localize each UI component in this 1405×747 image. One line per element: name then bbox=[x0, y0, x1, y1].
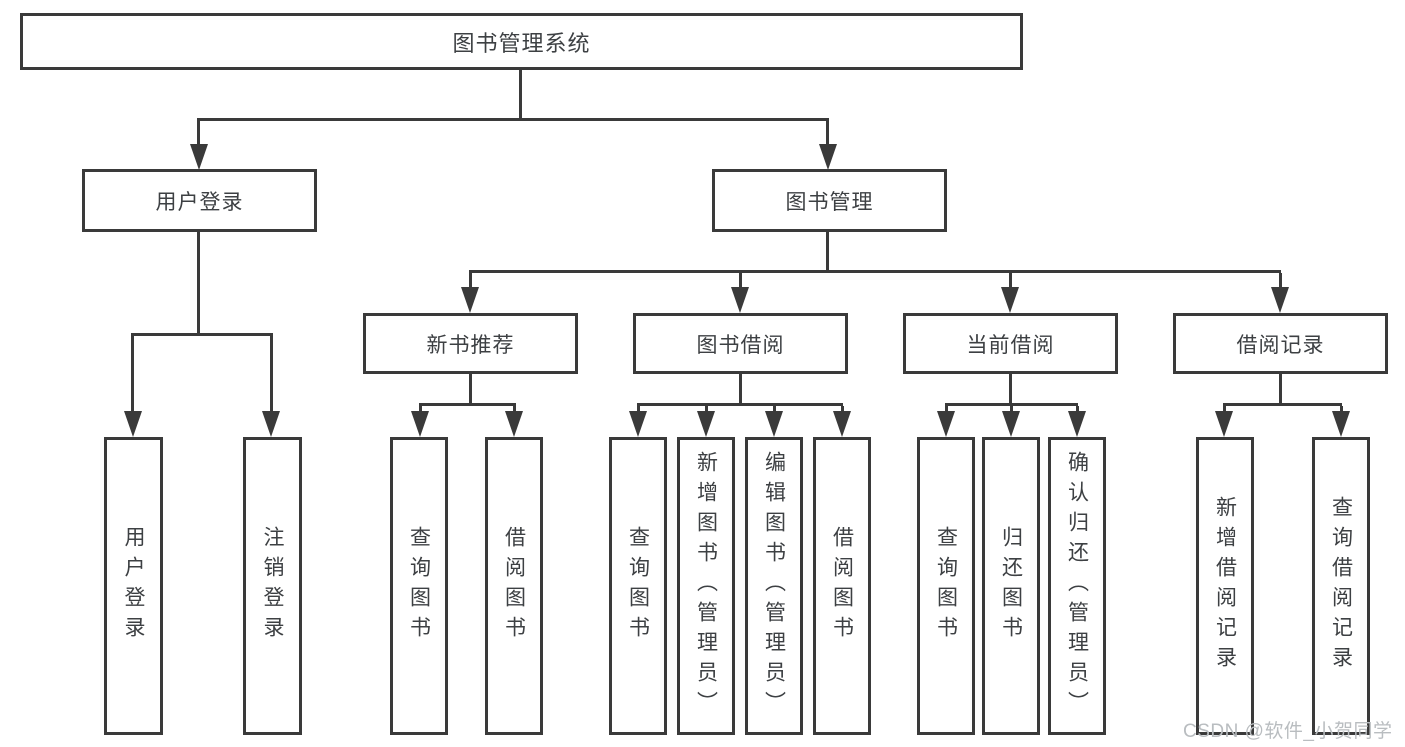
node-label: 新书推荐 bbox=[426, 333, 515, 357]
connector-line bbox=[826, 232, 829, 270]
leaf-label: 查询借阅记录 bbox=[1329, 496, 1353, 676]
node-borrowing-records: 借阅记录 bbox=[1173, 313, 1388, 374]
leaf-borrow-book-recommend: 借阅图书 bbox=[485, 437, 543, 735]
arrow-down bbox=[1332, 411, 1350, 437]
leaf-label: 新增借阅记录 bbox=[1213, 496, 1237, 676]
leaf-confirm-return-admin: 确认归还（管理员） bbox=[1048, 437, 1106, 735]
connector-line bbox=[519, 70, 522, 118]
node-book-management: 图书管理 bbox=[712, 169, 947, 232]
connector-line bbox=[637, 406, 640, 413]
node-current-borrowing: 当前借阅 bbox=[903, 313, 1118, 374]
connector-line bbox=[739, 273, 742, 288]
arrow-down bbox=[1271, 287, 1289, 313]
connector-line bbox=[131, 336, 134, 413]
connector-line bbox=[1223, 406, 1226, 413]
connector-line bbox=[469, 273, 472, 288]
leaf-query-book-recommend: 查询图书 bbox=[390, 437, 448, 735]
leaf-label: 借阅图书 bbox=[830, 526, 854, 646]
arrow-down bbox=[1002, 411, 1020, 437]
leaf-query-book-borrow: 查询图书 bbox=[609, 437, 667, 735]
arrow-down bbox=[697, 411, 715, 437]
leaf-label: 注销登录 bbox=[261, 526, 284, 646]
connector-line bbox=[1340, 406, 1343, 413]
connector-line bbox=[705, 406, 708, 413]
arrow-down bbox=[1001, 287, 1019, 313]
leaf-return-book: 归还图书 bbox=[982, 437, 1040, 735]
arrow-down bbox=[411, 411, 429, 437]
leaf-edit-book-admin: 编辑图书（管理员） bbox=[745, 437, 803, 735]
connector-line bbox=[1076, 406, 1079, 413]
leaf-add-book-admin: 新增图书（管理员） bbox=[677, 437, 735, 735]
arrow-down bbox=[190, 144, 208, 170]
connector-line bbox=[945, 406, 948, 413]
connector-line bbox=[739, 374, 742, 403]
leaf-borrow-book: 借阅图书 bbox=[813, 437, 871, 735]
connector-line bbox=[513, 406, 516, 413]
connector-line bbox=[197, 118, 829, 121]
leaf-label: 查询图书 bbox=[934, 526, 958, 646]
leaf-label: 编辑图书（管理员） bbox=[762, 451, 786, 721]
node-new-book-recommend: 新书推荐 bbox=[363, 313, 578, 374]
node-label: 图书管理系统 bbox=[452, 30, 591, 56]
arrow-down bbox=[819, 144, 837, 170]
node-label: 图书管理 bbox=[785, 190, 874, 214]
connector-line bbox=[469, 374, 472, 403]
arrow-down bbox=[629, 411, 647, 437]
arrow-down bbox=[505, 411, 523, 437]
connector-line bbox=[131, 333, 273, 336]
connector-line bbox=[197, 121, 200, 146]
connector-line bbox=[1223, 403, 1342, 406]
leaf-label: 归还图书 bbox=[999, 526, 1023, 646]
leaf-logout: 注销登录 bbox=[243, 437, 302, 735]
connector-line bbox=[1279, 273, 1282, 288]
node-label: 当前借阅 bbox=[966, 333, 1055, 357]
arrow-down bbox=[124, 411, 142, 437]
connector-line bbox=[1279, 374, 1282, 403]
connector-line bbox=[469, 270, 1281, 273]
node-label: 用户登录 bbox=[155, 190, 244, 214]
arrow-down bbox=[1215, 411, 1233, 437]
connector-line bbox=[841, 406, 844, 413]
leaf-query-borrow-record: 查询借阅记录 bbox=[1312, 437, 1370, 735]
arrow-down bbox=[937, 411, 955, 437]
leaf-label: 查询图书 bbox=[407, 526, 431, 646]
leaf-label: 新增图书（管理员） bbox=[694, 451, 718, 721]
arrow-down bbox=[461, 287, 479, 313]
arrow-down bbox=[262, 411, 280, 437]
connector-line bbox=[826, 121, 829, 146]
connector-line bbox=[419, 406, 422, 413]
connector-line bbox=[1009, 374, 1012, 403]
leaf-user-login: 用户登录 bbox=[104, 437, 163, 735]
leaf-query-current-borrow: 查询图书 bbox=[917, 437, 975, 735]
arrow-down bbox=[1068, 411, 1086, 437]
node-root-library-system: 图书管理系统 bbox=[20, 13, 1023, 70]
connector-line bbox=[773, 406, 776, 413]
connector-line bbox=[1010, 406, 1013, 413]
connector-line bbox=[945, 403, 1078, 406]
connector-line bbox=[197, 232, 200, 333]
node-label: 借阅记录 bbox=[1236, 333, 1325, 357]
csdn-watermark: CSDN @软件_小贺同学 bbox=[1183, 721, 1393, 742]
arrow-down bbox=[731, 287, 749, 313]
node-user-login: 用户登录 bbox=[82, 169, 317, 232]
connector-line bbox=[637, 403, 843, 406]
arrow-down bbox=[765, 411, 783, 437]
arrow-down bbox=[833, 411, 851, 437]
connector-line bbox=[270, 336, 273, 413]
node-book-borrowing: 图书借阅 bbox=[633, 313, 848, 374]
node-label: 图书借阅 bbox=[696, 333, 785, 357]
leaf-label: 查询图书 bbox=[626, 526, 650, 646]
connector-line bbox=[419, 403, 516, 406]
leaf-add-borrow-record: 新增借阅记录 bbox=[1196, 437, 1254, 735]
leaf-label: 借阅图书 bbox=[502, 526, 526, 646]
connector-line bbox=[1009, 273, 1012, 288]
leaf-label: 用户登录 bbox=[122, 526, 145, 646]
leaf-label: 确认归还（管理员） bbox=[1065, 451, 1089, 721]
